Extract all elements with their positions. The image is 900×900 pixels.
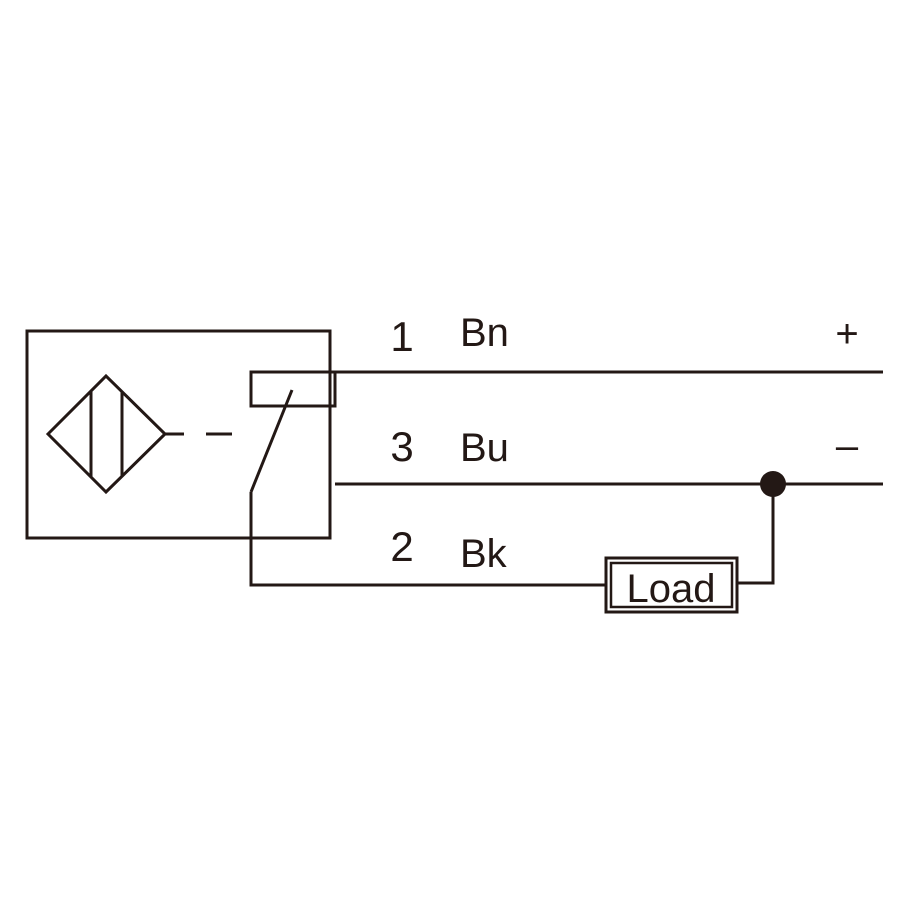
load-return-line xyxy=(737,484,775,585)
wire-1-color-label: Bn xyxy=(460,311,509,355)
wire-2-pin-label: 2 xyxy=(390,523,413,570)
wire-1-pin-label: 1 xyxy=(390,313,413,360)
wire-2-line xyxy=(249,492,606,587)
inductive-sensor-icon xyxy=(45,373,168,495)
wire-3-pin-label: 3 xyxy=(390,423,413,470)
wire-3-color-label: Bu xyxy=(460,426,509,470)
sensor-housing xyxy=(25,329,332,540)
load-box: Load xyxy=(604,556,739,614)
wire-3-polarity-label: – xyxy=(836,424,859,468)
switch-icon xyxy=(249,370,337,493)
load-label: Load xyxy=(627,567,716,611)
wire-2-color-label: Bk xyxy=(460,532,508,576)
wire-1-polarity-label: + xyxy=(835,312,858,356)
